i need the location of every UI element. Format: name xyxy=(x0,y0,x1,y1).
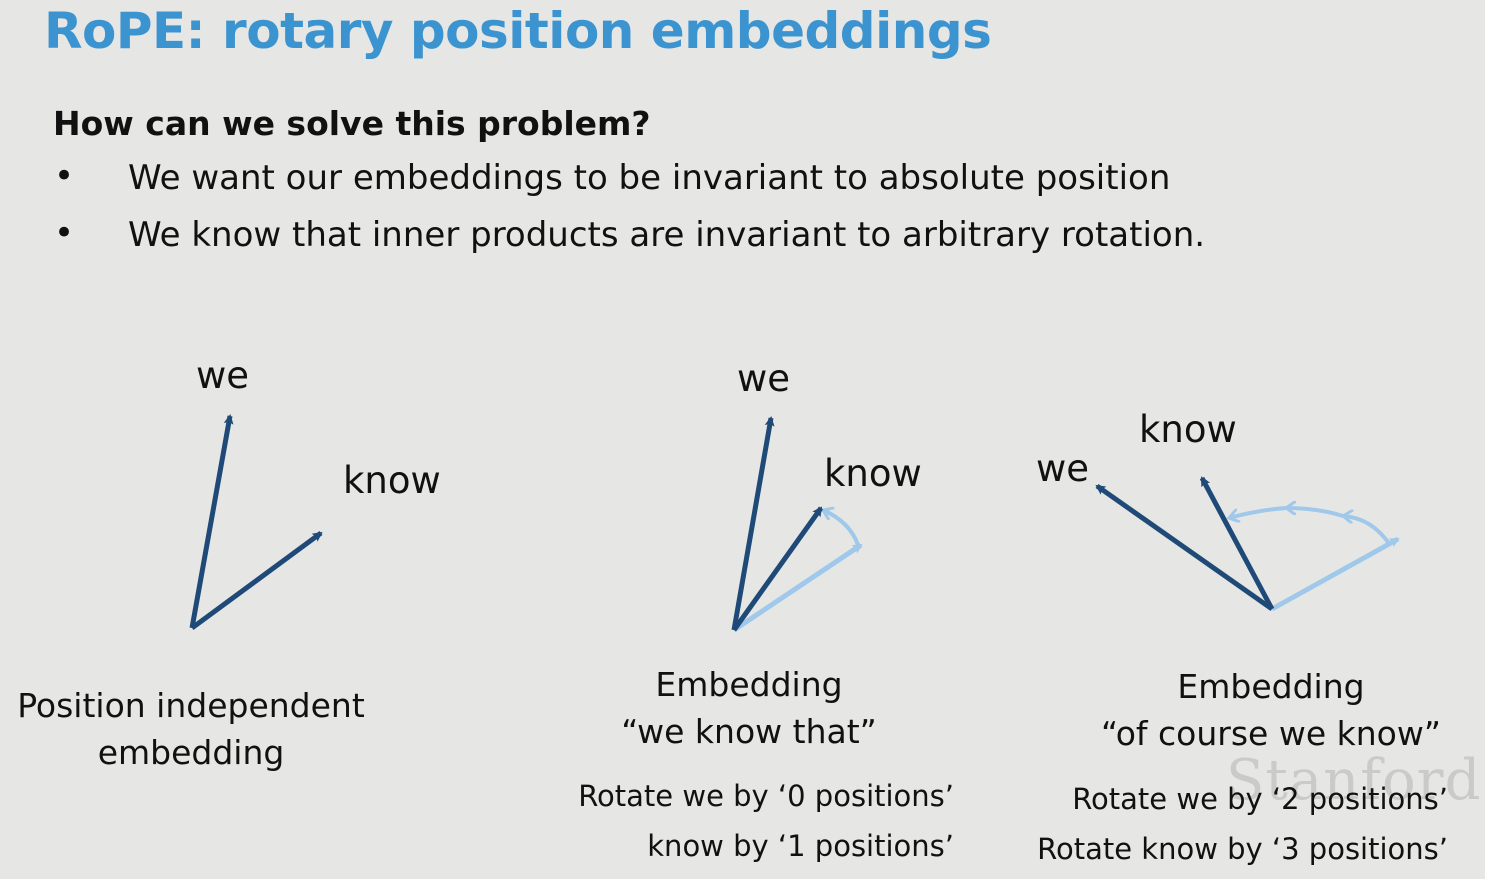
know-label: know xyxy=(824,452,922,495)
caption-line: Embedding xyxy=(655,665,843,704)
we-vector-arrow xyxy=(731,416,775,631)
know-original-vector-arrow xyxy=(732,542,863,633)
note-line: know by ‘1 positions’ xyxy=(647,829,954,863)
diagram-of-course-we-know xyxy=(1095,476,1400,612)
we-vector-arrow xyxy=(189,414,234,629)
slide-question: How can we solve this problem? xyxy=(53,104,651,143)
know-label: know xyxy=(1139,408,1237,451)
rotation-arc-arrow xyxy=(1343,516,1392,547)
caption-line: Position independent xyxy=(17,686,365,725)
caption-line: “we know that” xyxy=(621,712,877,751)
bullet-icon: • xyxy=(54,213,75,253)
rotation-note: Rotate we by ‘2 positions’ Rotate know b… xyxy=(1000,774,1448,874)
we-label: we xyxy=(737,357,791,400)
know-vector-arrow xyxy=(1199,476,1275,611)
rotation-arc-arrow xyxy=(1229,506,1287,518)
note-line: Rotate know by ‘3 positions’ xyxy=(1037,832,1448,866)
bullet-text: We want our embeddings to be invariant t… xyxy=(128,158,1171,198)
slide-title: RoPE: rotary position embeddings xyxy=(44,2,992,60)
we-vector-arrow xyxy=(1095,483,1274,612)
rotation-note: Rotate we by ‘0 positions’ know by ‘1 po… xyxy=(560,771,954,871)
caption-line: “of course we know” xyxy=(1101,714,1441,753)
know-vector-arrow xyxy=(731,506,824,632)
diagram-caption: Position independent embedding xyxy=(4,682,378,776)
diagram-caption: Embedding “we know that” xyxy=(600,661,898,755)
note-line: Rotate we by ‘2 positions’ xyxy=(1072,782,1448,816)
know-original-vector-arrow xyxy=(1270,536,1400,612)
know-label: know xyxy=(343,459,441,502)
stanford-logo: Stanford xyxy=(1226,748,1482,813)
caption-line: embedding xyxy=(97,733,285,772)
diagram-we-know-that xyxy=(731,416,863,633)
know-vector-arrow xyxy=(190,530,323,631)
we-label: we xyxy=(1036,447,1090,490)
bullet-text: We know that inner products are invarian… xyxy=(128,215,1206,255)
note-line: Rotate we by ‘0 positions’ xyxy=(578,779,954,813)
we-label: we xyxy=(196,354,250,397)
diagram-position-independent xyxy=(189,414,323,631)
rotation-arc-arrow xyxy=(823,510,860,546)
diagram-caption: Embedding “of course we know” xyxy=(1090,663,1452,757)
bullet-icon: • xyxy=(54,156,75,196)
rotation-arc-arrow xyxy=(1286,508,1344,518)
caption-line: Embedding xyxy=(1177,667,1365,706)
